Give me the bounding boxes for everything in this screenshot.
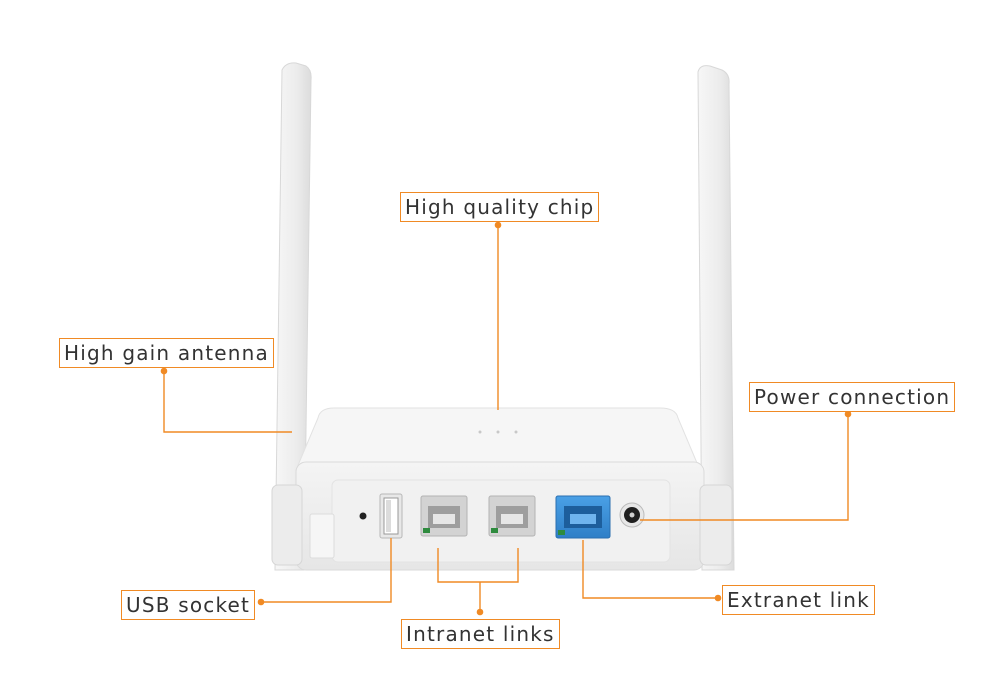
usb-socket-label: USB socket [121, 590, 256, 620]
lan-port-2 [488, 495, 536, 537]
right-antenna-hinge [699, 484, 733, 566]
right-antenna [697, 65, 735, 571]
extranet-link-label: Extranet link [722, 585, 875, 615]
callout-leaders [163, 223, 849, 612]
router-top [295, 407, 701, 471]
callout-dots [160, 221, 852, 616]
chip-label: High quality chip [400, 192, 600, 222]
left-antenna [274, 62, 312, 571]
usb-socket [379, 493, 403, 539]
wan-port [555, 495, 611, 539]
left-antenna-hinge [271, 484, 303, 566]
status-led [478, 430, 482, 434]
lan-port-1 [420, 495, 468, 537]
power-connection-label: Power connection [749, 382, 956, 412]
intranet-links-label: Intranet links [401, 619, 560, 649]
reset-hole [359, 512, 367, 520]
power-jack [619, 502, 645, 528]
antenna-label: High gain antenna [59, 338, 274, 368]
